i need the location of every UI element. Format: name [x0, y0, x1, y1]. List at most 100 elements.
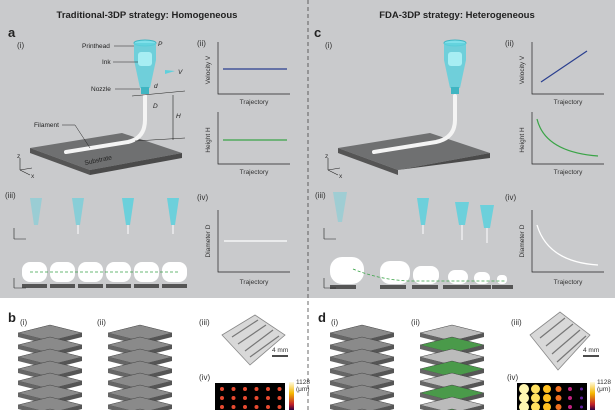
- printhead: [133, 39, 157, 94]
- panel-label-b: b: [8, 310, 16, 325]
- substrate: [30, 133, 182, 175]
- heatmap-spot: [277, 405, 282, 409]
- heatmap-spot: [243, 387, 247, 391]
- heatmap-spot: [531, 393, 540, 403]
- axis-x-label: x: [31, 173, 35, 180]
- velocity-arrow-icon: [165, 70, 175, 74]
- heatmap-spot: [231, 405, 236, 409]
- heatmap-bg: [215, 383, 285, 410]
- left-beads: [22, 262, 187, 288]
- substrate: [338, 133, 490, 175]
- heatmap-spot: [266, 396, 270, 400]
- filament: [64, 94, 147, 154]
- trajectory-label: Trajectory: [554, 99, 583, 106]
- heatmap-spot: [277, 396, 282, 400]
- heatmap-spot: [555, 386, 562, 392]
- axis-triad-icon: [13, 158, 341, 289]
- velocity-axis-label: Velocity V: [205, 55, 212, 84]
- left-nozzles: [30, 198, 179, 234]
- colorbar-unit: (μm): [597, 386, 611, 393]
- left-heatmap: [215, 383, 285, 410]
- printhead-label: Printhead: [82, 43, 110, 50]
- axis-x-label: x: [339, 173, 343, 180]
- sub-i: (i): [325, 41, 332, 50]
- sub-i: (i): [331, 318, 338, 327]
- label-d: d: [154, 83, 158, 90]
- heatmap-spot: [254, 396, 259, 400]
- heatmap-spot: [254, 405, 259, 409]
- sub-iii: (iii): [5, 191, 16, 200]
- layer: [17, 396, 83, 410]
- heatmap-spot: [220, 405, 224, 409]
- right-velocity-chart: (ii) Velocity V Trajectory: [505, 39, 604, 106]
- filament-label: Filament: [34, 122, 59, 129]
- trajectory-label: Trajectory: [240, 279, 269, 286]
- diameter-line: [536, 224, 599, 266]
- heatmap-spot: [555, 395, 562, 401]
- sub-i: (i): [17, 41, 24, 50]
- heatmap-spot: [531, 384, 540, 394]
- axis-z-label: z: [325, 153, 328, 160]
- ink-label: Ink: [102, 59, 111, 66]
- label-P: P: [158, 41, 163, 48]
- heatmap-spot: [580, 387, 583, 391]
- left-velocity-chart: (ii) Velocity V Trajectory: [197, 39, 290, 106]
- ink: [138, 52, 152, 66]
- height-line: [536, 118, 599, 157]
- sub-iv: (iv): [199, 373, 210, 382]
- heatmap-spot: [266, 405, 270, 409]
- sub-ii: (ii): [411, 318, 420, 327]
- heatmap-spot: [254, 387, 259, 391]
- layer: [329, 396, 395, 410]
- right-layer-stack-filaments: [419, 324, 485, 410]
- trajectory-label: Trajectory: [554, 279, 583, 286]
- sub-iii: (iii): [199, 318, 210, 327]
- layer: [419, 348, 485, 369]
- axis-z-label: z: [17, 153, 20, 160]
- heatmap-spot: [580, 396, 583, 400]
- sub-iv: (iv): [197, 193, 208, 202]
- velocity-axis-label: Velocity V: [519, 55, 526, 84]
- heatmap-spot: [543, 394, 551, 402]
- heatmap-spot: [231, 387, 236, 391]
- printhead: [443, 39, 467, 94]
- left-layer-stack-filaments: [107, 324, 173, 410]
- left-title: Traditional-3DP strategy: Homogeneous: [57, 10, 238, 21]
- heatmap-spot: [243, 405, 247, 409]
- heatmap-spot: [277, 387, 282, 391]
- heatmap-spot: [519, 402, 529, 410]
- right-height-chart: Height H Trajectory: [519, 112, 604, 176]
- label-D: D: [153, 103, 158, 110]
- right-lattice-render: [529, 311, 591, 371]
- heatmap-spot: [568, 405, 572, 409]
- layer: [419, 384, 485, 405]
- heatmap-spot: [531, 402, 540, 410]
- right-layer-stack-solid: [329, 324, 395, 410]
- heatmap-spot: [543, 403, 551, 410]
- left-height-chart: Height H Trajectory: [205, 112, 290, 176]
- colorbar-max: 1128: [296, 379, 310, 386]
- layer: [17, 372, 83, 393]
- heatmap-spot: [555, 404, 562, 410]
- velocity-line: [540, 50, 588, 83]
- sub-ii: (ii): [97, 318, 106, 327]
- heatmap-spot: [243, 396, 247, 400]
- right-beads: [330, 257, 513, 289]
- sub-iii: (iii): [511, 318, 522, 327]
- left-lattice-render: [221, 314, 286, 366]
- right-title: FDA-3DP strategy: Heterogeneous: [379, 10, 535, 21]
- heatmap-spot: [568, 387, 572, 391]
- trajectory-label: Trajectory: [240, 99, 269, 106]
- layer: [329, 384, 395, 405]
- nozzle-label: Nozzle: [91, 86, 111, 93]
- heatmap-spot: [220, 396, 224, 400]
- sub-iv: (iv): [505, 193, 516, 202]
- panel-label-c: c: [314, 25, 321, 40]
- left-colorbar: 1128 (μm): [289, 379, 310, 410]
- diameter-axis-label: Diameter D: [519, 224, 526, 257]
- heatmap-spot: [519, 393, 529, 403]
- right-nozzles: [333, 192, 494, 243]
- heatmap-spot: [568, 396, 572, 400]
- label-H: H: [176, 113, 181, 120]
